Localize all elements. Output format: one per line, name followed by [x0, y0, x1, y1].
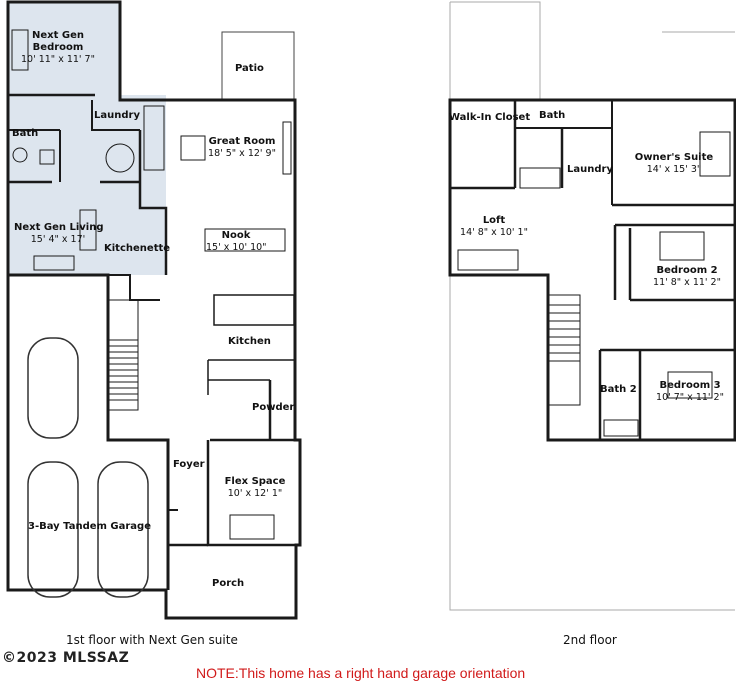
garage-wall	[8, 273, 170, 590]
room-dims: 14' 8" x 10' 1"	[460, 227, 528, 238]
room-bath: Bath	[12, 128, 39, 139]
room-dims: 11' 8" x 11' 2"	[653, 277, 721, 288]
room-name: Great Room	[208, 136, 276, 147]
room-dims: 15' 4" x 17'	[30, 234, 86, 245]
room-kitchen: Kitchen	[228, 336, 271, 347]
room-flex-space: Flex Space 10' x 12' 1"	[222, 476, 288, 500]
second-floor-furniture	[457, 131, 731, 437]
room-bedroom2: Bedroom 2 11' 8" x 11' 2"	[648, 265, 726, 289]
room-dims: 18' 5" x 12' 9"	[208, 148, 276, 159]
room-next-gen-bedroom: Next Gen Bedroom 10' 11" x 11' 7"	[16, 30, 100, 66]
room-walk-in-closet: Walk-In Closet	[449, 112, 531, 123]
room-name: Next Gen Living	[14, 222, 104, 233]
room-next-gen-living: Next Gen Living 15' 4" x 17'	[14, 222, 104, 246]
room-dims: 10' 11" x 11' 7"	[21, 54, 95, 65]
roof-outline	[449, 1, 735, 611]
second-floor-stairs	[547, 294, 581, 406]
room-name: Flex Space	[224, 476, 286, 487]
room-dims: 10' x 12' 1"	[227, 488, 283, 499]
kitchen-island	[213, 294, 295, 326]
room-patio: Patio	[235, 63, 264, 74]
room-name: Bedroom 3	[659, 380, 721, 391]
room-name: Owner's Suite	[634, 152, 714, 163]
second-floor-walls	[448, 98, 736, 442]
room-powder: Powder	[252, 402, 295, 413]
copyright-text: ©2023 MLSSAZ	[2, 650, 130, 666]
room-owners-suite: Owner's Suite 14' x 15' 3"	[634, 152, 714, 176]
room-name: Next Gen Bedroom	[32, 30, 84, 53]
room-porch: Porch	[212, 578, 245, 589]
room-nook: Nook 15' x 10' 10"	[206, 230, 267, 254]
room-dims: 10' 7" x 11' 2"	[656, 392, 724, 403]
room-foyer: Foyer	[173, 459, 205, 470]
room-bath2: Bath 2	[600, 384, 637, 395]
garage-cars	[27, 337, 149, 598]
room-bedroom3: Bedroom 3 10' 7" x 11' 2"	[654, 380, 726, 404]
first-floor-stairs	[107, 299, 139, 411]
garage-orientation-note: NOTE:This home has a right hand garage o…	[196, 665, 526, 681]
room-name: Bedroom 2	[656, 265, 718, 276]
exterior-walls	[6, 0, 302, 620]
first-floor-plan	[6, 0, 302, 620]
room-laundry: Laundry	[94, 110, 140, 121]
great-room-furniture	[105, 105, 292, 252]
room-upper-bath: Bath	[539, 110, 566, 121]
room-name: Nook	[221, 230, 251, 241]
floor1-caption: 1st floor with Next Gen suite	[66, 633, 238, 647]
room-garage: 3-Bay Tandem Garage	[28, 521, 151, 532]
room-loft: Loft 14' 8" x 10' 1"	[458, 215, 530, 239]
floor2-caption: 2nd floor	[563, 633, 617, 647]
room-upper-laundry: Laundry	[567, 164, 613, 175]
next-gen-furniture	[11, 29, 97, 271]
second-floor-plan	[448, 1, 736, 611]
room-dims: 15' x 10' 10"	[206, 242, 267, 253]
room-dims: 14' x 15' 3"	[646, 164, 702, 175]
room-great-room: Great Room 18' 5" x 12' 9"	[205, 136, 279, 160]
room-kitchenette: Kitchenette	[104, 243, 171, 254]
room-name: Loft	[482, 215, 506, 226]
